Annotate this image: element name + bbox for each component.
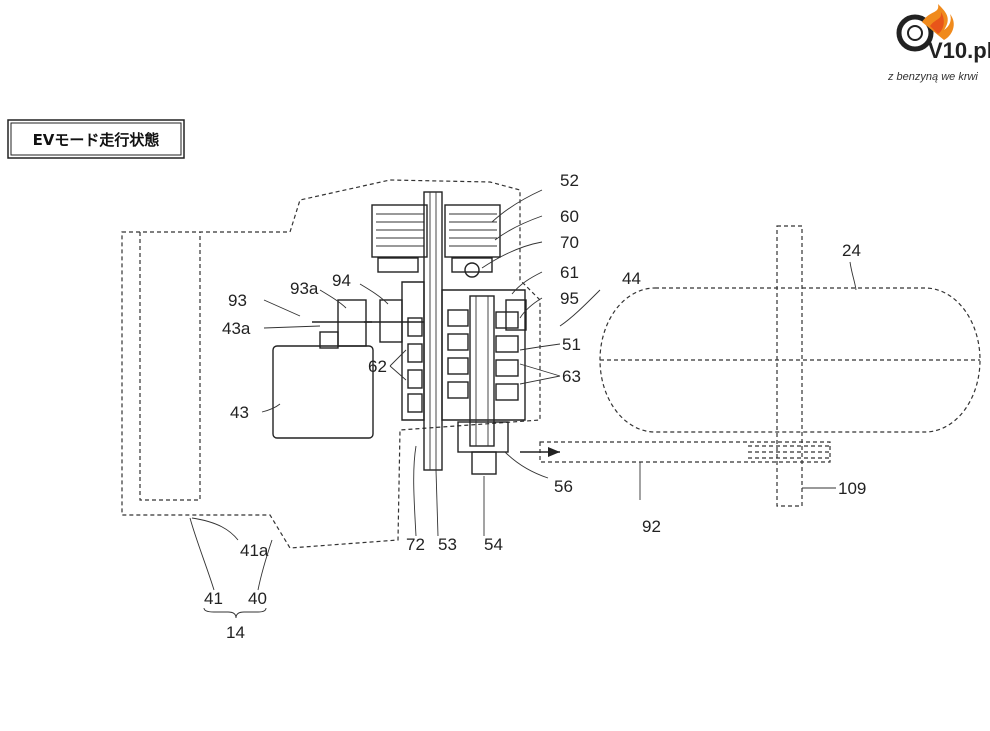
label-93a: 93a [290,279,319,298]
electric-motor [273,300,373,438]
label-43: 43 [230,403,249,422]
label-40: 40 [248,589,267,608]
label-54: 54 [484,535,503,554]
label-109: 109 [838,479,866,498]
label-43a: 43a [222,319,251,338]
label-92: 92 [642,517,661,536]
label-95: 95 [560,289,579,308]
battery-pack [600,226,980,506]
label-62: 62 [368,357,387,376]
label-14: 14 [226,623,245,642]
label-52: 52 [560,171,579,190]
label-51: 51 [562,335,581,354]
gearbox [402,282,526,474]
label-70: 70 [560,233,579,252]
label-53: 53 [438,535,457,554]
mode-title-text: EVモード走行状態 [33,131,160,149]
vehicle-frame-outline [122,180,540,548]
label-63: 63 [562,367,581,386]
label-93: 93 [228,291,247,310]
label-41a: 41a [240,541,269,560]
mode-title-box: EVモード走行状態 [8,120,184,158]
label-61: 61 [560,263,579,282]
logo-brand-text: V10.pl [928,38,990,63]
drive-shaft [520,442,830,462]
leader-lines [190,190,856,618]
label-94: 94 [332,271,351,290]
label-56: 56 [554,477,573,496]
label-24: 24 [842,241,861,260]
label-41: 41 [204,589,223,608]
label-72: 72 [406,535,425,554]
label-60: 60 [560,207,579,226]
reference-labels: 52 60 70 61 95 44 51 63 24 109 56 92 54 … [204,171,866,642]
logo-tagline: z benzyną we krwi [887,71,978,83]
v10-logo: V10.pl z benzyną we krwi [887,4,990,83]
label-44: 44 [622,269,641,288]
